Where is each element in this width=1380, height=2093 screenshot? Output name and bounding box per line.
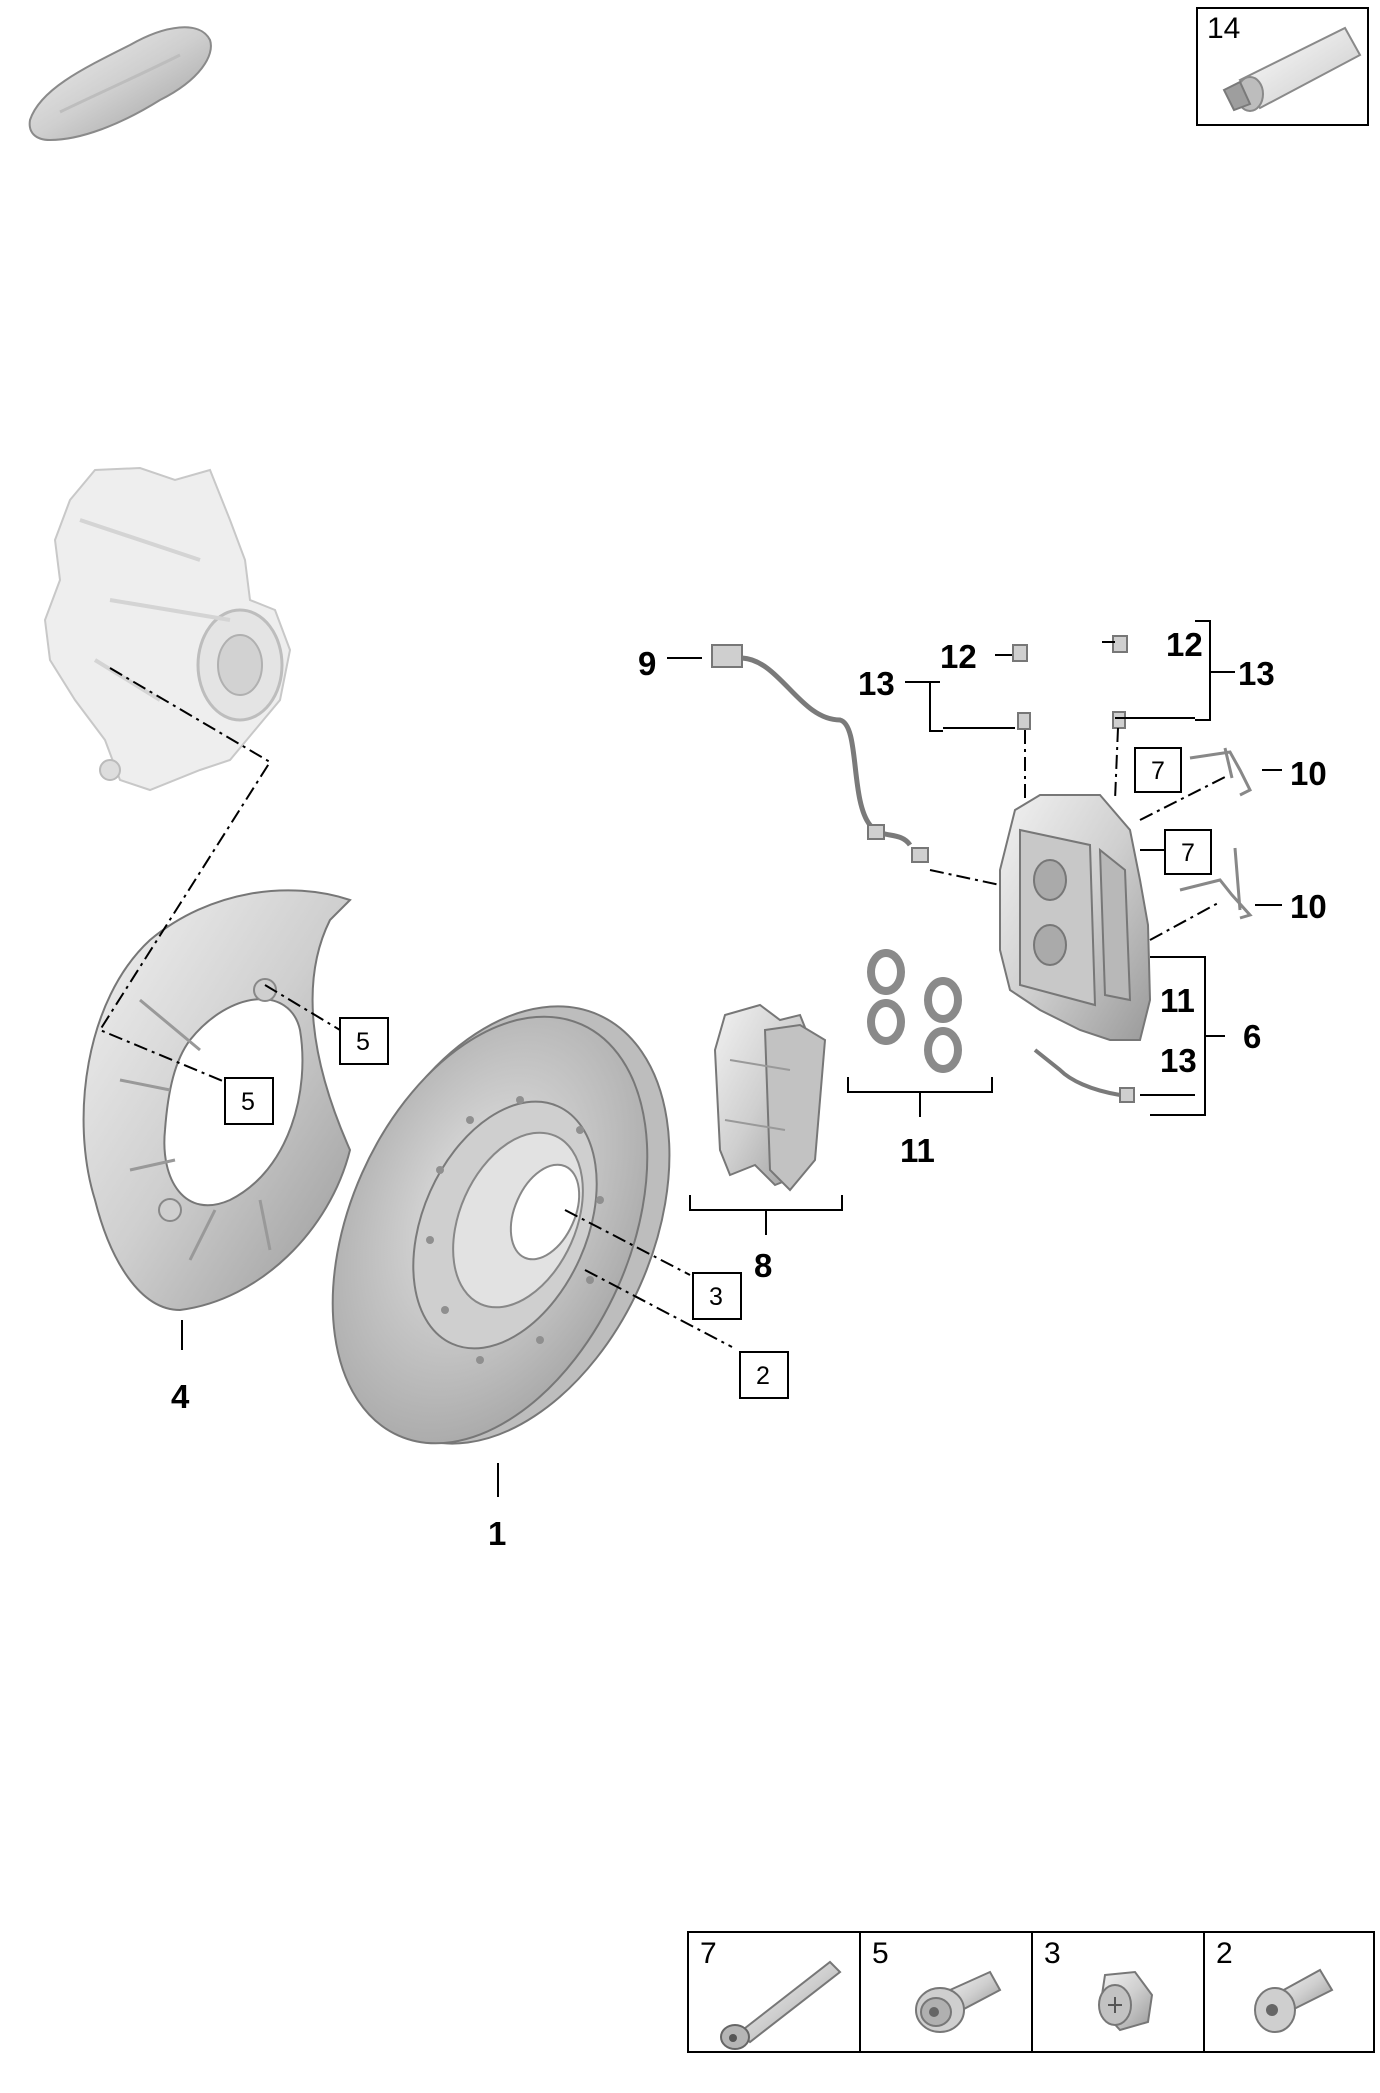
piston-seals-part (867, 949, 962, 1073)
ref-box-7-upper: 7 (1151, 757, 1165, 785)
countersunk-screw-icon (1254, 1968, 1334, 2033)
part-label-13-caliper: 13 (1160, 1042, 1197, 1079)
fastener-cell-5: 5 (872, 1937, 1002, 2033)
ref-box-5-upper: 5 (356, 1028, 370, 1056)
grease-tube-box: 14 (1196, 7, 1369, 126)
fastener-cell-7: 7 (700, 1937, 842, 2050)
brake-caliper-part (999, 794, 1152, 1103)
part-label-10-lower: 10 (1290, 888, 1327, 925)
ref-box-7-lower: 7 (1181, 839, 1195, 867)
long-bolt-icon (720, 1960, 842, 2050)
part-label-10-upper: 10 (1290, 755, 1327, 792)
wear-sensor-part (711, 644, 929, 863)
part-label-11-caliper: 11 (1160, 982, 1195, 1019)
fastener-table: 7 5 3 2 (687, 1931, 1375, 2053)
flange-bolt-icon (915, 1970, 1002, 2033)
fastener-label-5: 5 (872, 1937, 889, 1970)
hex-screw-icon (1098, 1970, 1154, 2032)
dash-dot-leaders (98, 667, 1226, 1348)
bleed-valves-part (1012, 635, 1128, 730)
leader-lines (181, 620, 1282, 1497)
part-label-6: 6 (1243, 1018, 1261, 1055)
part-label-11-pistons: 11 (900, 1132, 935, 1169)
ref-box-5-lower: 5 (241, 1088, 255, 1116)
grease-tube-label: 14 (1207, 12, 1240, 45)
pad-retaining-springs-part (1179, 747, 1253, 920)
part-label-13-right: 13 (1238, 655, 1275, 692)
part-number-labels: 1 4 8 11 9 13 12 12 13 10 10 11 6 13 (171, 626, 1327, 1552)
part-label-12-right: 12 (1166, 626, 1203, 663)
part-label-4: 4 (171, 1378, 190, 1415)
wheel-carrier-part (43, 466, 292, 792)
grease-tube-icon (1222, 26, 1362, 112)
fastener-label-2: 2 (1216, 1937, 1233, 1970)
ref-box-2: 2 (756, 1362, 770, 1390)
part-label-12-left: 12 (940, 638, 977, 675)
fastener-cell-3: 3 (1044, 1937, 1154, 2032)
part-label-8: 8 (754, 1247, 772, 1284)
part-label-1: 1 (488, 1515, 506, 1552)
vehicle-thumbnail-icon (28, 26, 212, 142)
fastener-cell-2: 2 (1216, 1937, 1334, 2033)
fastener-label-7: 7 (700, 1937, 717, 1970)
boxed-reference-labels: 5 5 3 2 7 7 (224, 747, 1212, 1399)
fastener-label-3: 3 (1044, 1937, 1061, 1970)
part-label-13-left: 13 (858, 665, 895, 702)
part-label-9: 9 (638, 645, 656, 682)
brake-pads-part (713, 1003, 827, 1192)
brake-dust-shield-part (82, 889, 352, 1312)
ref-box-3: 3 (709, 1283, 723, 1311)
